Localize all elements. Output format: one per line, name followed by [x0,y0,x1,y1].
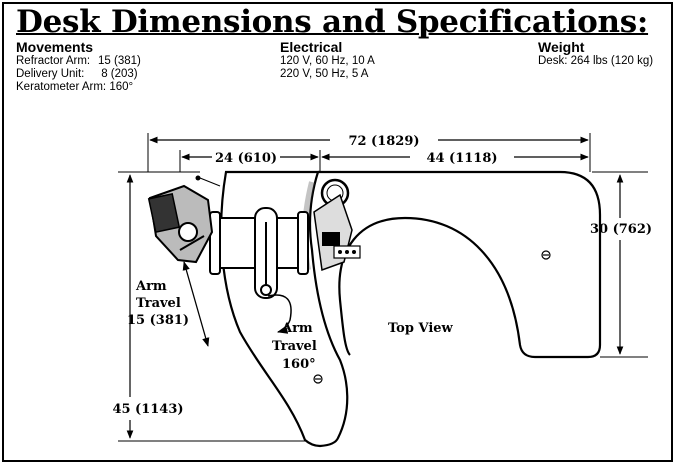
movements-heading: Movements [16,39,94,55]
extension-lines [118,133,648,442]
movements-section: Movements Refractor Arm:15 (381) Deliver… [16,40,141,94]
weight-section: Weight Desk: 264 lbs (120 kg) [538,40,653,68]
rotating-arm [209,207,309,299]
refractor-head [147,175,221,264]
weight-line: Desk: 264 lbs (120 kg) [538,55,654,67]
electrical-line: 220 V, 50 Hz, 5 A [280,68,369,80]
view-label: Top View [388,321,454,336]
electrical-line: 120 V, 60 Hz, 10 A [280,55,375,67]
movement-row: Keratometer Arm: 160° [16,81,134,93]
dim-overall-depth: 45 (1143) [112,402,183,417]
electrical-section: Electrical 120 V, 60 Hz, 10 A 220 V, 50 … [280,40,375,81]
arm-travel-rotation-label: Travel [272,339,317,354]
arm-travel-linear-label: 15 (381) [127,313,189,328]
control-panel [313,193,361,272]
dim-right-section: 44 (1118) [426,151,497,166]
arm-travel-linear-arrow [182,261,210,347]
movement-row: Delivery Unit: 8 (203) [16,68,138,80]
screw-markers [313,250,551,384]
arm-travel-rotation-label: Arm [281,321,313,336]
arm-travel-linear-label: Travel [136,296,181,311]
weight-heading: Weight [538,39,585,55]
arm-travel-rotation-arrow [267,294,292,334]
electrical-heading: Electrical [280,39,343,55]
dimension-lines [126,136,624,439]
desk-outline [220,170,602,448]
arm-travel-linear-label: Arm [135,279,167,294]
dim-total-width: 72 (1829) [348,134,419,149]
page-title: Desk Dimensions and Specifications: [16,4,649,40]
dim-depth: 30 (762) [590,222,652,237]
dim-left-section: 24 (610) [215,151,277,166]
arm-travel-rotation-label: 160° [282,357,316,372]
movement-row: Refractor Arm:15 (381) [16,55,141,67]
